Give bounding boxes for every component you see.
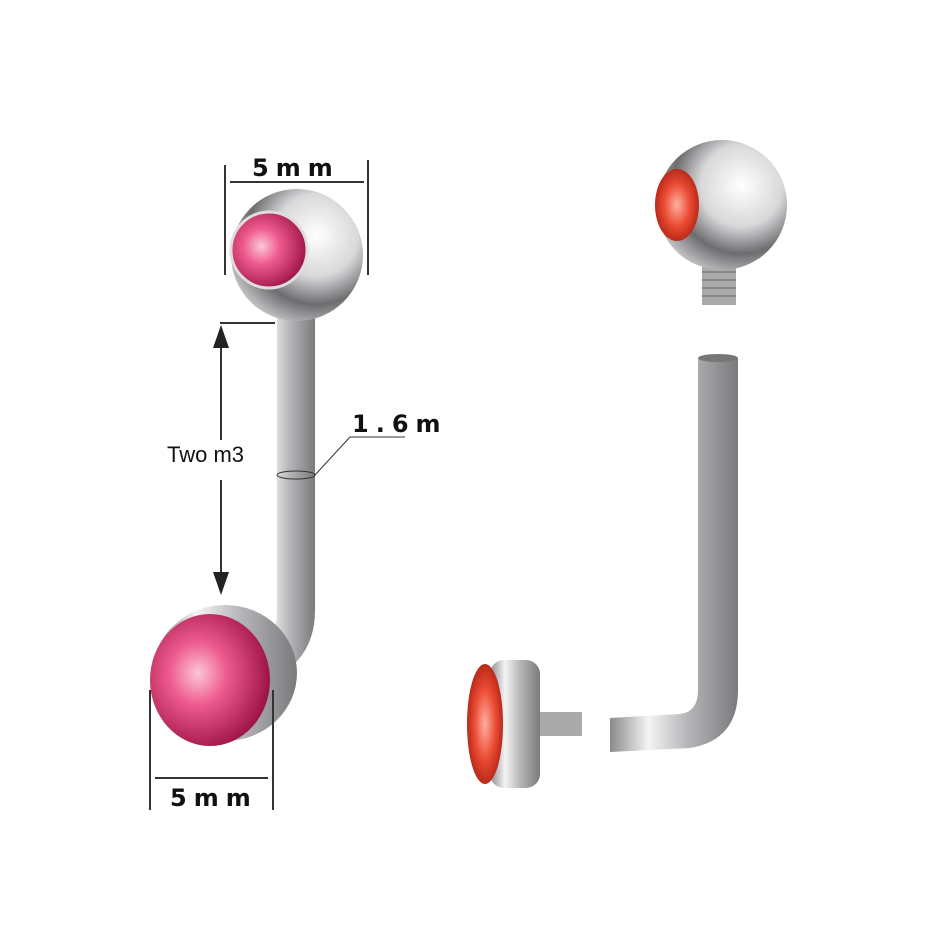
threaded-pin <box>702 265 736 305</box>
detached-top-gem <box>655 169 699 241</box>
bottom-gem <box>150 614 270 746</box>
curved-bar <box>250 310 315 680</box>
bottom-threaded-pin <box>540 712 582 736</box>
exploded-parts <box>467 140 787 788</box>
gauge-label: 1.6m <box>352 410 448 438</box>
detached-bezel <box>490 660 540 788</box>
detached-bottom-gem <box>467 664 503 784</box>
detached-ball <box>657 140 787 270</box>
length-label: Two m3 <box>167 442 244 467</box>
bottom-diameter-label: 5mm <box>170 784 258 812</box>
top-diameter-label: 5mm <box>252 154 340 182</box>
l-shaped-bar <box>610 358 738 752</box>
top-gem <box>229 210 309 290</box>
assembled-belly-ring <box>150 189 363 746</box>
